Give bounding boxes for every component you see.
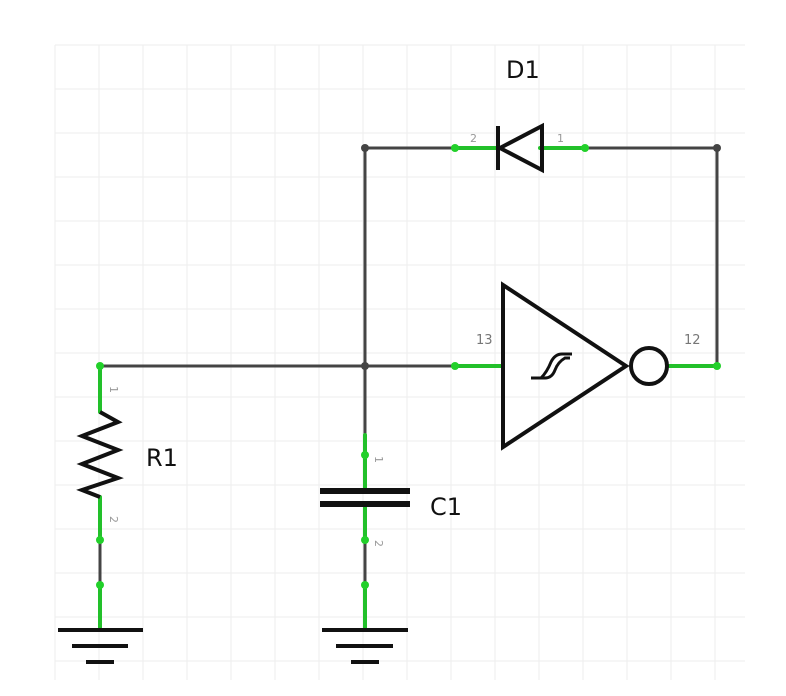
d1-pin-2-label: 2: [470, 132, 477, 145]
schmitt-hysteresis-icon: [531, 352, 572, 380]
pin-endpoint: [361, 536, 369, 544]
r1-pin-1-label: 1: [107, 386, 120, 393]
c1-pin-2-label: 2: [372, 540, 385, 547]
ground-symbol-r1[interactable]: [58, 628, 143, 664]
diode-triangle: [495, 122, 544, 174]
junction-dot: [361, 362, 369, 370]
c1-ref-label: C1: [430, 493, 462, 521]
resistor-r1[interactable]: R1 1 2: [76, 362, 178, 631]
wire-feedback-left: [363, 146, 457, 368]
resistor-zigzag: [76, 410, 124, 499]
pin-endpoint: [451, 362, 459, 370]
d1-ref-label: D1: [506, 56, 540, 84]
ground-symbol-c1[interactable]: [322, 628, 408, 664]
wires: [98, 144, 721, 587]
pin-endpoint: [713, 362, 721, 370]
pin-endpoint: [451, 144, 459, 152]
r1-pin-2-label: 2: [107, 516, 120, 523]
diode-d1[interactable]: D1 2 1: [451, 56, 589, 174]
inverter-pin-12-label: 12: [684, 333, 701, 348]
d1-pin-1-label: 1: [557, 132, 564, 145]
capacitor-c1[interactable]: C1 1 2: [320, 433, 462, 631]
r1-ref-label: R1: [146, 444, 178, 472]
background-grid: [54, 44, 745, 680]
pin-endpoint: [96, 362, 104, 370]
c1-pin-1-label: 1: [372, 456, 385, 463]
pin-endpoint: [96, 536, 104, 544]
junction-dot: [361, 144, 369, 152]
inverter-bubble: [629, 346, 669, 386]
pin-endpoint: [361, 451, 369, 459]
inverter-pin-13-label: 13: [476, 333, 493, 348]
pin-endpoint: [581, 144, 589, 152]
pin-endpoint: [96, 581, 104, 589]
pin-endpoint: [361, 581, 369, 589]
schmitt-inverter[interactable]: 13 12: [451, 281, 721, 451]
junction-dot: [713, 144, 721, 152]
inverter-triangle: [501, 281, 630, 451]
